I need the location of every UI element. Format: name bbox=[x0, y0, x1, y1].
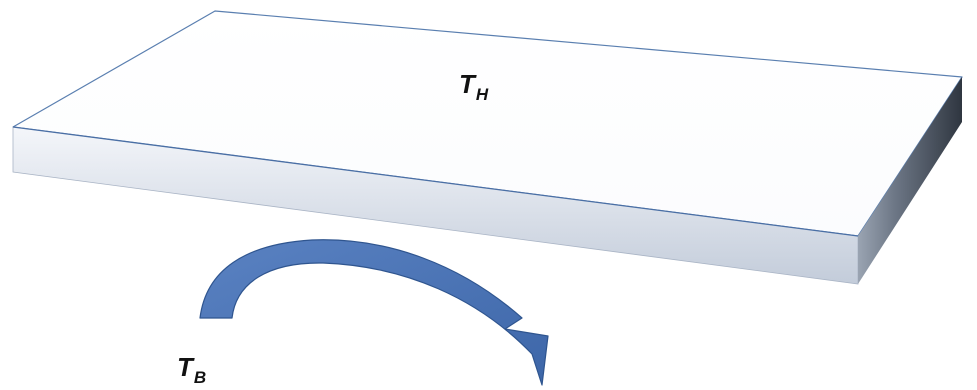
top-temperature-label: TH bbox=[459, 69, 489, 104]
bottom-label-main: T bbox=[177, 352, 195, 382]
slab bbox=[12, 10, 963, 285]
arrow-body bbox=[199, 239, 549, 386]
slab-front-edge bbox=[12, 126, 859, 237]
curved-arrow-icon bbox=[199, 239, 549, 386]
bottom-label-subscript: B bbox=[194, 368, 206, 387]
bottom-temperature-label: TB bbox=[177, 352, 206, 387]
slab-side-face bbox=[858, 77, 962, 284]
top-label-main: T bbox=[459, 69, 477, 99]
top-label-subscript: H bbox=[476, 85, 489, 104]
